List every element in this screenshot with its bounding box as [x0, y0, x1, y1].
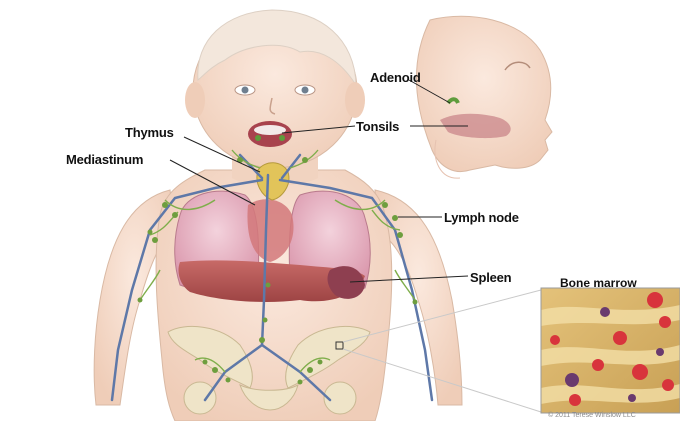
profile-head — [416, 16, 552, 178]
label-adenoid: Adenoid — [370, 70, 421, 85]
bone-marrow-inset — [541, 288, 680, 413]
label-mediastinum: Mediastinum — [66, 152, 143, 167]
label-lymph-node: Lymph node — [444, 210, 519, 225]
label-thymus: Thymus — [125, 125, 174, 140]
inset-title-bone-marrow: Bone marrow — [560, 276, 637, 290]
copyright-notice: © 2011 Terese Winslow LLC — [548, 412, 636, 419]
label-tonsils: Tonsils — [356, 119, 399, 134]
label-spleen: Spleen — [470, 270, 511, 285]
